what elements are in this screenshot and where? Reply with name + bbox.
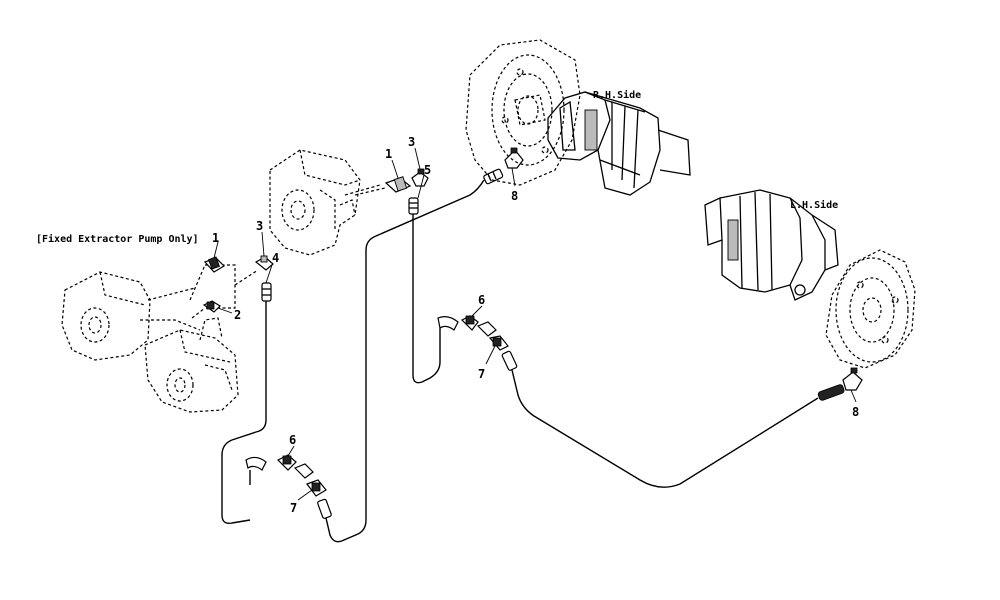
label-rh-side: R.H.Side [593,89,641,101]
dashed-connections [189,187,386,319]
fitting-1-top [384,176,412,193]
fittings-6-7-bot [245,454,332,519]
label-fixed-extractor: [Fixed Extractor Pump Only] [36,233,199,245]
upper-pump [269,149,381,256]
fitting-2 [202,300,221,313]
lower-left-pump [61,271,201,361]
fitting-4 [261,282,272,302]
lower-mid-pump [144,317,239,413]
rh-wheel-hub [465,39,581,186]
fitting-1-left [203,256,225,273]
fitting-8-right [817,367,863,401]
callout-4: 4 [272,251,279,265]
callout-5: 5 [424,163,431,177]
callout-3-top: 3 [408,135,415,149]
hoses [221,179,819,543]
lh-wheel-hub [825,249,916,369]
callout-1-top: 1 [385,147,392,161]
fitting-5 [408,197,419,215]
callout-8-right: 8 [852,405,859,419]
callout-3-left: 3 [256,219,263,233]
lh-motor [704,189,839,301]
callout-7-bot: 7 [290,501,297,515]
callout-7-mid: 7 [478,367,485,381]
fitting-3-left [254,255,274,271]
callout-6-bot: 6 [289,433,296,447]
leader-lines [213,147,857,501]
fitting-8-top [483,147,524,185]
callout-2: 2 [234,308,241,322]
rh-motor [547,91,691,196]
fittings-6-7-mid [437,315,518,371]
label-lh-side: L.H.Side [790,199,838,211]
callout-8-top: 8 [511,189,518,203]
callout-1-left: 1 [212,231,219,245]
callout-6-mid: 6 [478,293,485,307]
